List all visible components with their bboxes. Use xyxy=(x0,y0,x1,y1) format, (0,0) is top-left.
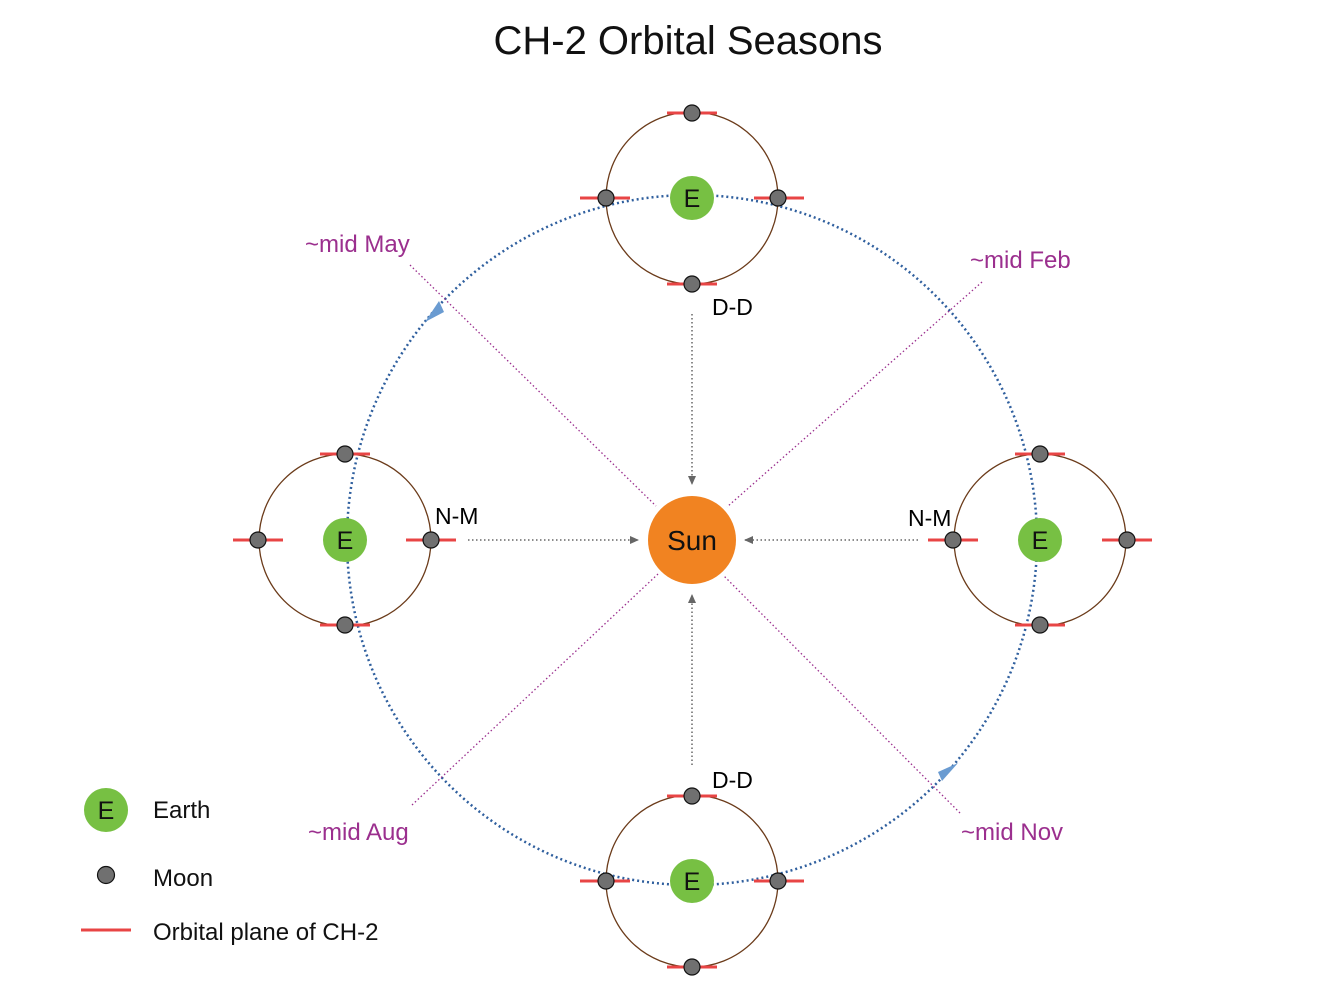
moon xyxy=(683,787,701,805)
earth-system-top: E xyxy=(580,104,804,293)
season-label-may: ~mid May xyxy=(305,231,410,258)
season-label-feb: ~mid Feb xyxy=(970,247,1071,274)
moon xyxy=(944,531,962,549)
earth-system-left: E xyxy=(233,445,456,634)
moon xyxy=(336,445,354,463)
phase-label-top: D-D xyxy=(712,294,753,320)
orbit-direction-arrow-upper xyxy=(425,301,444,322)
earth-label: E xyxy=(684,868,701,896)
moon xyxy=(249,531,267,549)
moon xyxy=(683,104,701,122)
sun xyxy=(648,496,736,584)
moon xyxy=(683,275,701,293)
moon xyxy=(1118,531,1136,549)
moon xyxy=(597,189,615,207)
diagram-title: CH-2 Orbital Seasons xyxy=(493,19,882,63)
legend-moon-icon xyxy=(96,865,116,885)
sun-pointer-arrows xyxy=(468,314,918,765)
earth xyxy=(1018,518,1062,562)
season-line-aug xyxy=(411,573,659,806)
earth-system-bottom: E xyxy=(580,787,804,976)
legend-earth-icon xyxy=(84,788,128,832)
earth-label: E xyxy=(1032,527,1049,555)
earth xyxy=(323,518,367,562)
phase-label-bottom: D-D xyxy=(712,767,753,793)
season-line-feb xyxy=(726,281,983,508)
orbit-direction-arrow-lower xyxy=(938,763,958,781)
season-line-nov xyxy=(723,575,961,814)
moon xyxy=(683,958,701,976)
sun-label: Sun xyxy=(667,525,717,556)
earth-system-right: E xyxy=(928,445,1152,634)
season-line-may xyxy=(409,264,657,507)
moon xyxy=(1031,445,1049,463)
legend-plane-label: Orbital plane of CH-2 xyxy=(153,919,378,946)
phase-label-right: N-M xyxy=(908,505,951,531)
moon xyxy=(597,872,615,890)
moon xyxy=(769,189,787,207)
phase-label-left: N-M xyxy=(435,503,478,529)
moon xyxy=(769,872,787,890)
earth-label: E xyxy=(684,185,701,213)
legend-earth-symbol: E xyxy=(98,797,115,825)
legend: E Earth Moon Orbital plane of CH-2 xyxy=(81,788,378,946)
earth xyxy=(670,176,714,220)
earth xyxy=(670,859,714,903)
legend-earth-label: Earth xyxy=(153,797,210,824)
moon xyxy=(422,531,440,549)
season-label-nov: ~mid Nov xyxy=(961,819,1063,846)
moon xyxy=(336,616,354,634)
earth-label: E xyxy=(337,527,354,555)
legend-moon-label: Moon xyxy=(153,865,213,892)
moon xyxy=(1031,616,1049,634)
season-label-aug: ~mid Aug xyxy=(308,819,409,846)
season-lines xyxy=(409,264,983,814)
